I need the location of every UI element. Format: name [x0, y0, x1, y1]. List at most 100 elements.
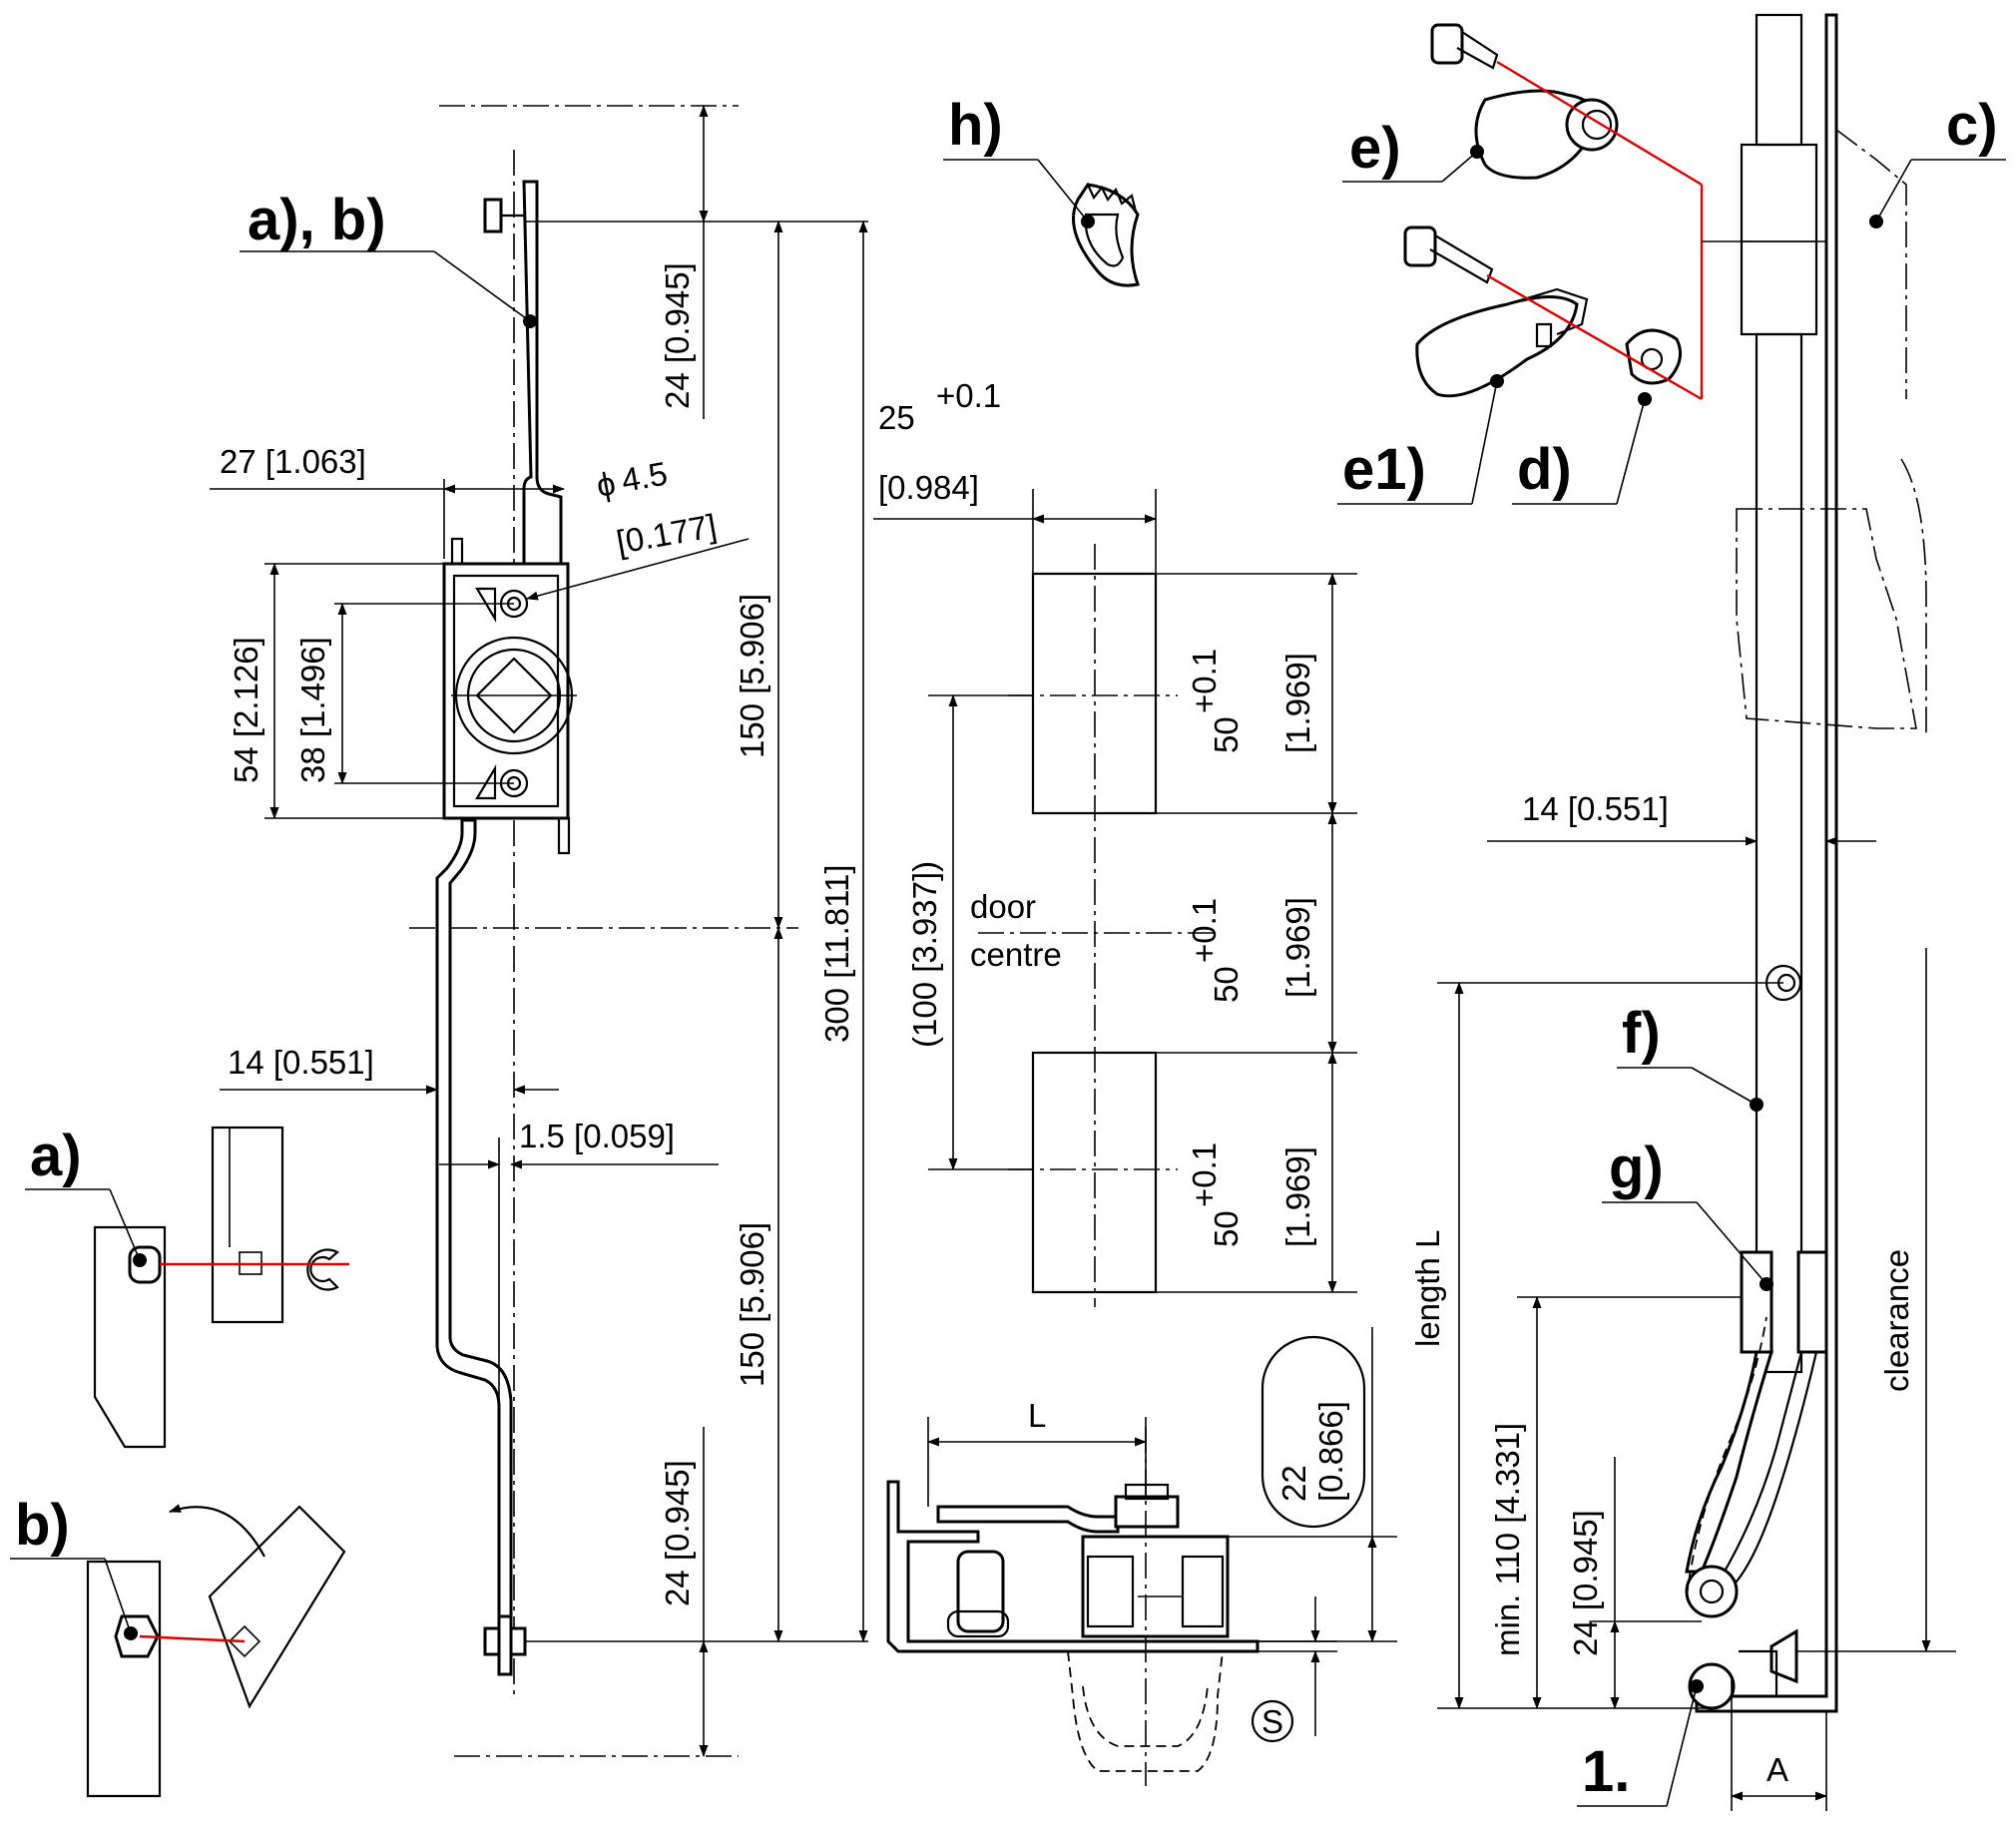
side-spring-clip	[1769, 1628, 1798, 1684]
dim-300: 300 [11.811]	[818, 864, 855, 1043]
section-handle-hidden-inner	[1082, 1685, 1209, 1747]
label-e1: e1)	[1342, 437, 1426, 502]
door-panel-section	[886, 1480, 1260, 1653]
phi-leader	[526, 538, 750, 601]
detail-e1-tongue	[1506, 287, 1589, 336]
detail-e1-slot	[1535, 322, 1553, 348]
dim-50-3-tol: +0.1	[1186, 1142, 1223, 1207]
detail-a-clip	[306, 1248, 339, 1291]
label-one: 1.	[1582, 1739, 1630, 1804]
detail-e-hub-inner	[1581, 109, 1613, 141]
leader-d	[1616, 398, 1646, 505]
leader-e-dot	[1470, 145, 1484, 159]
dim-1_5: 1.5 [0.059]	[519, 1118, 675, 1154]
square-drive	[475, 657, 553, 734]
dim-14-left: 14 [0.551]	[228, 1044, 374, 1081]
dim-24-top: 24 [0.945]	[659, 262, 696, 409]
section-handle-lever	[936, 1505, 1120, 1534]
dim-phi-in: [0.177]	[614, 507, 720, 561]
label-g: g)	[1609, 1136, 1664, 1200]
dim-50-1-in: [1.969]	[1279, 653, 1316, 753]
leader-b-dot	[124, 1626, 138, 1640]
dim-50-1-tol: +0.1	[1186, 649, 1223, 713]
detail-e1-screw-head	[1403, 226, 1437, 267]
dim-38: 38 [1.496]	[294, 637, 331, 783]
dim-50-3-in: [1.969]	[1279, 1146, 1316, 1247]
dim-min110: min. 110 [4.331]	[1489, 1423, 1526, 1656]
door-centre-label-2: centre	[970, 936, 1062, 973]
leader-e1-dot	[1490, 374, 1504, 388]
label-e: e)	[1349, 116, 1401, 181]
phi-symbol: ϕ	[594, 464, 619, 504]
detail-h-clip-inner	[1084, 213, 1125, 267]
side-phantom-lower	[1686, 1316, 1767, 1597]
dim-50-2-tol: +0.1	[1186, 898, 1223, 963]
side-rod-middle	[1755, 332, 1803, 1374]
detail-a-profile	[93, 1225, 167, 1449]
dim-54: 54 [2.126]	[228, 637, 264, 783]
door-plate	[1695, 13, 1838, 1713]
dim-50-2-in: [1.969]	[1279, 897, 1316, 998]
leader-h	[1037, 159, 1089, 223]
dim-100: (100 [3.937])	[906, 861, 943, 1048]
dim-50-1: 50	[1208, 716, 1245, 753]
section-handle-hidden	[1067, 1650, 1224, 1772]
dim-25-in: [0.984]	[878, 469, 979, 506]
detail-e1: e1) d)	[1337, 185, 1826, 505]
label-a: a)	[30, 1124, 82, 1188]
leader-ab	[433, 250, 531, 322]
side-elevation: 14 [0.551] length L min. 110 [4.331] 24 …	[1409, 13, 2006, 1811]
dim-24-bottom: 24 [0.945]	[659, 1460, 696, 1606]
label-h: h)	[948, 93, 1003, 158]
leader-one	[1666, 1685, 1698, 1807]
dim-25-tol: +0.1	[936, 377, 1001, 414]
label-c: c)	[1946, 93, 1998, 158]
side-rod-lower-bent-2	[1720, 1350, 1818, 1584]
label-ab: a), b)	[248, 188, 386, 252]
detail-b-rod	[208, 1505, 346, 1709]
dim-50-3: 50	[1208, 1210, 1245, 1247]
leader-one-dot	[1690, 1679, 1704, 1693]
side-spring-bracket	[1739, 1649, 1778, 1696]
dim-22-in: [0.866]	[1312, 1401, 1349, 1502]
dim-150-bottom: 150 [5.906]	[734, 1222, 770, 1387]
leader-a	[109, 1188, 141, 1261]
side-rod-lower-bent	[1685, 1350, 1774, 1574]
detail-e1-red-axis	[1486, 273, 1703, 401]
dim-22-box	[1260, 1335, 1366, 1529]
leader-g	[1696, 1201, 1767, 1285]
dim-25: 25	[878, 399, 915, 436]
leader-ab-dot	[523, 314, 537, 328]
rod-crank-segment	[435, 818, 513, 1648]
leader-e1	[1471, 380, 1498, 505]
dim-50-2: 50	[1208, 966, 1245, 1003]
dim-S-circle	[1251, 1699, 1294, 1743]
dim-24-right: 24 [0.945]	[1567, 1510, 1604, 1656]
rod-upper-segment	[522, 180, 563, 566]
detail-e-screw-head	[1430, 23, 1464, 65]
side-phantom-bracket	[1736, 129, 1917, 729]
leader-c	[1875, 159, 1912, 223]
latch-housing-outer	[442, 562, 570, 820]
detail-b-rotate-arrow	[169, 1504, 265, 1558]
label-b: b)	[15, 1493, 70, 1558]
latch-housing-inner	[452, 574, 560, 808]
rod-top-bolt	[483, 198, 503, 233]
detail-e-red-link	[1606, 126, 1703, 187]
section-nut-top	[1124, 1483, 1170, 1501]
section-nut	[1114, 1495, 1180, 1529]
detail-h: h)	[943, 93, 1140, 287]
leader-f	[1691, 1067, 1758, 1106]
side-pivot-1	[1685, 1565, 1739, 1618]
side-stopper-g	[1740, 1250, 1773, 1354]
detail-a: a)	[25, 1124, 349, 1449]
detail-a-rod	[211, 1126, 284, 1324]
detail-b-profile	[86, 1560, 162, 1798]
dim-length-L: length L	[1409, 1230, 1446, 1347]
housing-tab-bottom	[557, 816, 571, 855]
leader-c-dot	[1869, 215, 1883, 228]
detail-e-cam	[1474, 89, 1599, 180]
side-rod-upper	[1755, 13, 1803, 147]
dim-L: L	[1028, 1397, 1046, 1434]
side-pivot-1-inner	[1699, 1579, 1725, 1604]
